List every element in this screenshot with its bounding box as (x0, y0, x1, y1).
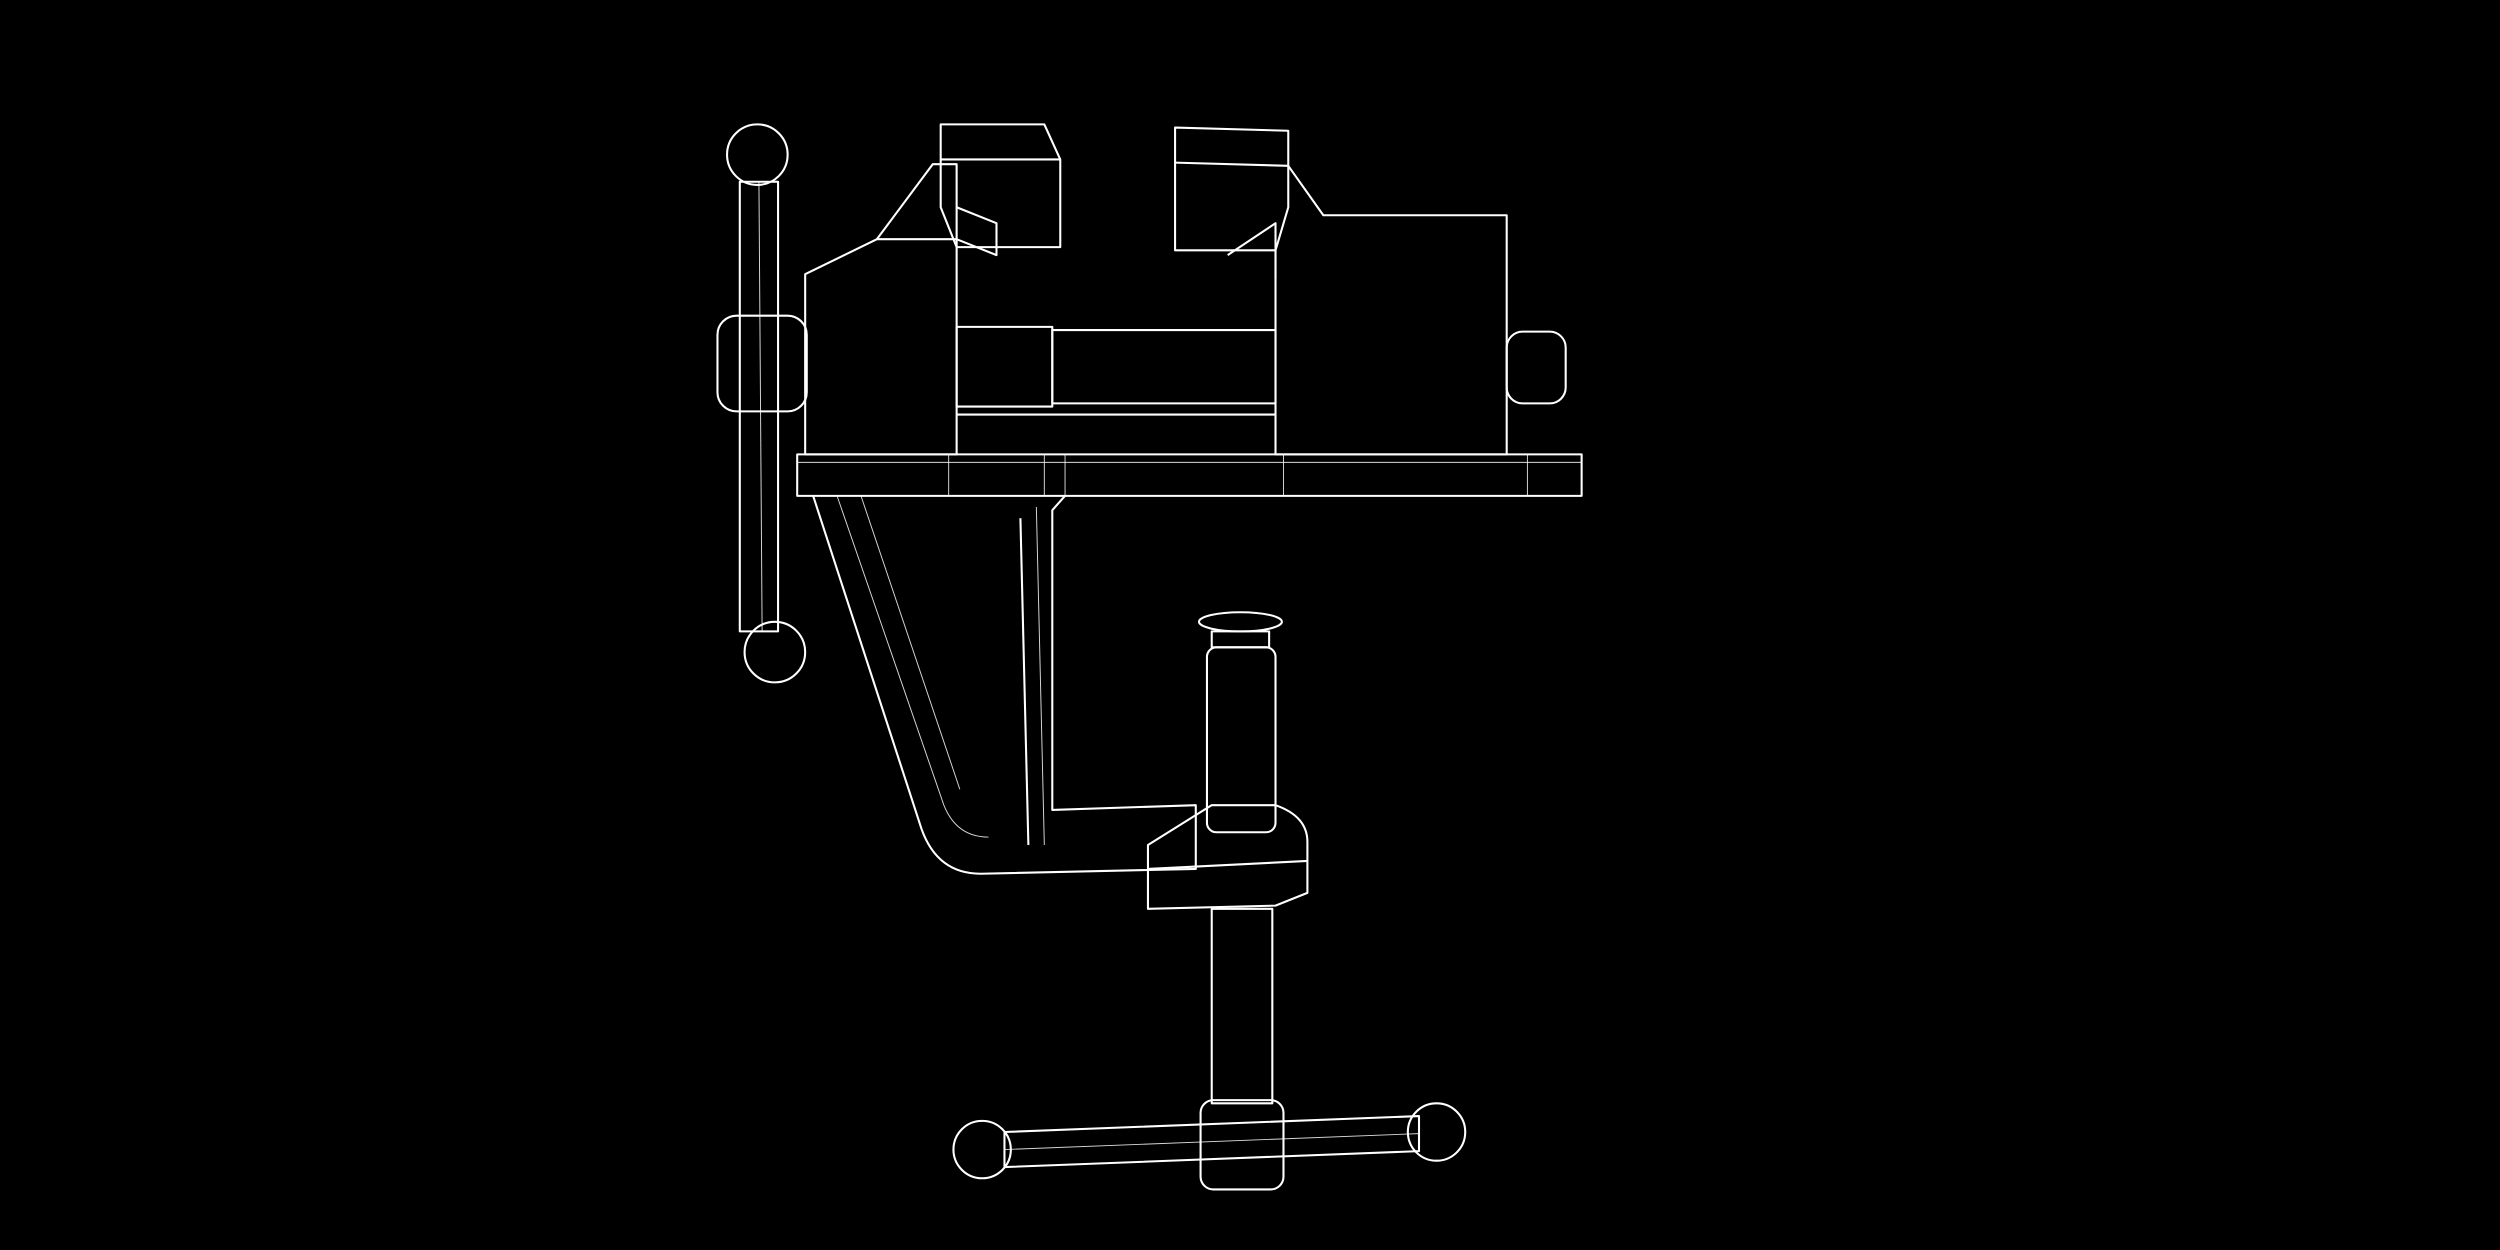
clamp-screw (1197, 611, 1283, 1105)
base-plate (796, 453, 1583, 497)
clamp-arm (812, 495, 1197, 875)
vise-handle (716, 123, 808, 684)
movable-jaw (1174, 126, 1567, 456)
t-handle (952, 1099, 1467, 1191)
main-screw (955, 325, 1277, 416)
